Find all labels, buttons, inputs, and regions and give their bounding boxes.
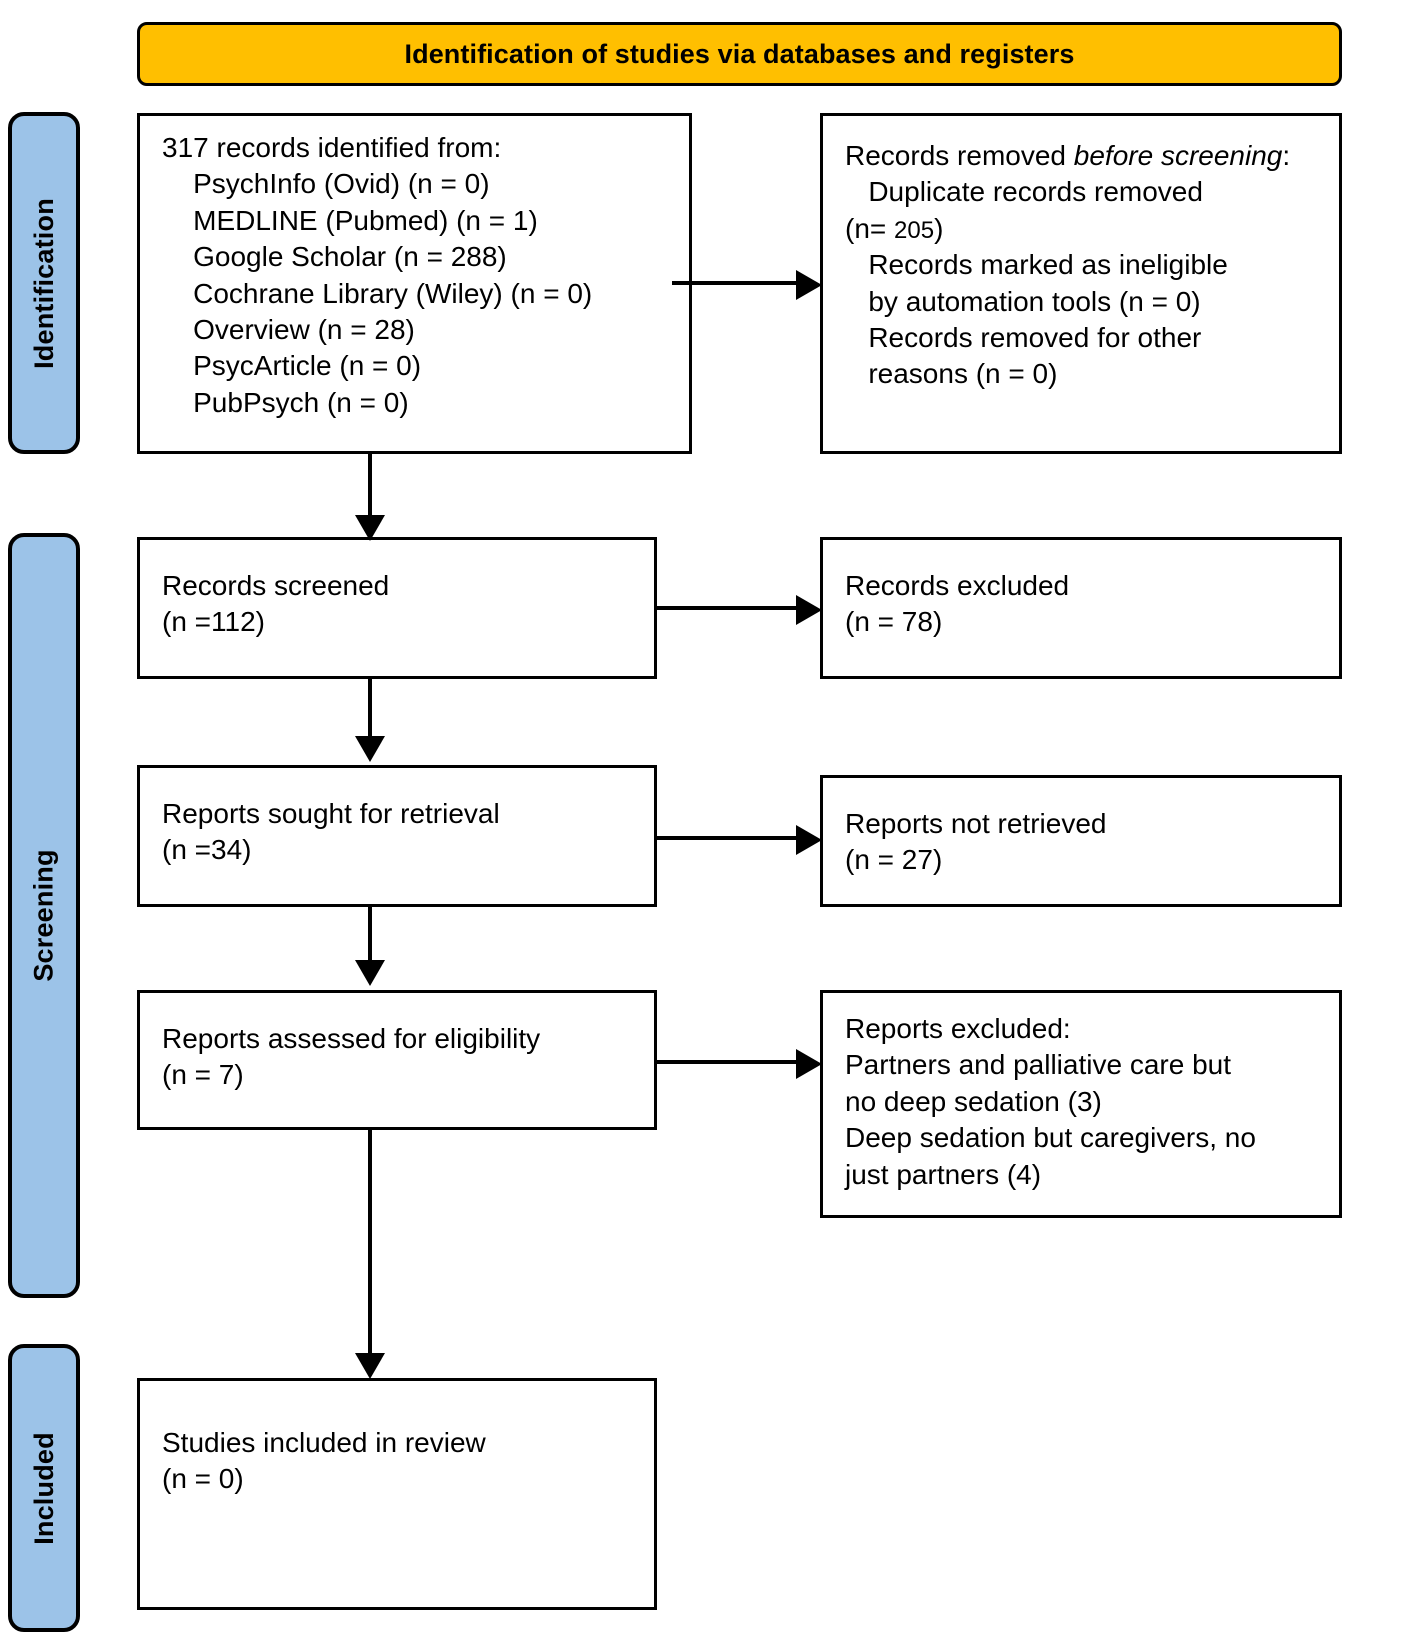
stage-label-screening: Screening: [8, 533, 80, 1298]
reports-sought-label: Reports sought for retrieval: [162, 798, 500, 829]
records-removed-other-reasons: Records marked as ineligible by automati…: [868, 249, 1228, 390]
box-records-excluded: Records excluded (n = 78): [820, 537, 1342, 679]
box-reports-excluded: Reports excluded: Partners and palliativ…: [820, 990, 1342, 1218]
reports-excluded-reasons: Partners and palliative care but no deep…: [845, 1049, 1256, 1190]
arrowhead-identified-to-screened: [355, 515, 385, 541]
records-screened-label: Records screened: [162, 570, 390, 601]
records-excluded-label: Records excluded: [845, 570, 1070, 601]
stage-label-identification: Identification: [8, 112, 80, 454]
box-studies-included: Studies included in review (n = 0): [137, 1378, 657, 1610]
records-removed-text: Records removed before screening: Duplic…: [845, 138, 1321, 393]
reports-sought-text: Reports sought for retrieval (n =34): [162, 796, 636, 869]
reports-assessed-label: Reports assessed for eligibility: [162, 1023, 541, 1054]
box-reports-assessed: Reports assessed for eligibility (n = 7): [137, 990, 657, 1130]
arrowhead-screened-to-excluded: [796, 595, 822, 625]
stage-label-identification-text: Identification: [28, 197, 59, 369]
arrowhead-assessed-to-included: [355, 1353, 385, 1379]
records-removed-heading-suffix: :: [1282, 140, 1291, 171]
records-screened-text: Records screened (n =112): [162, 568, 636, 641]
reports-assessed-count: (n = 7): [162, 1059, 244, 1091]
connector-screened-to-excluded: [657, 606, 800, 610]
records-screened-count: (n =112): [162, 606, 265, 638]
connector-assessed-to-excluded: [657, 1060, 800, 1064]
connector-sought-to-notretrieved: [657, 836, 800, 840]
box-reports-sought: Reports sought for retrieval (n =34): [137, 765, 657, 907]
diagram-banner: Identification of studies via databases …: [137, 22, 1342, 86]
reports-not-retrieved-text: Reports not retrieved (n = 27): [845, 806, 1321, 879]
connector-identified-to-removed: [672, 281, 800, 285]
stage-label-screening-text: Screening: [28, 849, 59, 982]
reports-not-retrieved-count: (n = 27): [845, 844, 943, 876]
arrowhead-assessed-to-excluded: [796, 1049, 822, 1079]
reports-excluded-heading: Reports excluded:: [845, 1013, 1071, 1044]
arrowhead-sought-to-assessed: [355, 960, 385, 986]
records-removed-duplicate-count-prefix: (n=: [845, 212, 895, 244]
records-removed-duplicate-count-suffix: ): [934, 212, 944, 244]
records-identified-heading: 317 records identified from:: [162, 132, 502, 163]
box-records-removed: Records removed before screening: Duplic…: [820, 113, 1342, 454]
studies-included-label: Studies included in review: [162, 1427, 486, 1458]
box-records-screened: Records screened (n =112): [137, 537, 657, 679]
records-removed-duplicate-count-value: 205: [894, 216, 935, 244]
box-reports-not-retrieved: Reports not retrieved (n = 27): [820, 775, 1342, 907]
records-identified-text: 317 records identified from: PsychInfo (…: [162, 130, 671, 421]
connector-identified-to-screened: [368, 454, 372, 520]
arrowhead-sought-to-notretrieved: [796, 825, 822, 855]
records-removed-heading-italic: before screening: [1073, 140, 1283, 171]
connector-assessed-to-included: [368, 1130, 372, 1358]
studies-included-text: Studies included in review (n = 0): [162, 1425, 636, 1498]
studies-included-count: (n = 0): [162, 1463, 244, 1495]
box-records-identified: 317 records identified from: PsychInfo (…: [137, 113, 692, 454]
reports-excluded-text: Reports excluded: Partners and palliativ…: [845, 1011, 1321, 1193]
connector-screened-to-sought: [368, 679, 372, 741]
records-identified-sources: PsychInfo (Ovid) (n = 0) MEDLINE (Pubmed…: [193, 168, 593, 418]
records-removed-duplicates: Duplicate records removed: [845, 176, 1203, 208]
arrowhead-screened-to-sought: [355, 736, 385, 762]
records-excluded-count: (n = 78): [845, 606, 943, 638]
records-excluded-text: Records excluded (n = 78): [845, 568, 1321, 641]
reports-assessed-text: Reports assessed for eligibility (n = 7): [162, 1021, 636, 1094]
stage-label-included-text: Included: [28, 1431, 59, 1545]
stage-label-included: Included: [8, 1344, 80, 1632]
records-removed-heading-plain: Records removed: [845, 140, 1074, 171]
reports-not-retrieved-label: Reports not retrieved: [845, 808, 1107, 839]
banner-title: Identification of studies via databases …: [404, 38, 1075, 69]
arrowhead-identified-to-removed: [796, 270, 822, 300]
reports-sought-count: (n =34): [162, 834, 252, 866]
connector-sought-to-assessed: [368, 907, 372, 965]
